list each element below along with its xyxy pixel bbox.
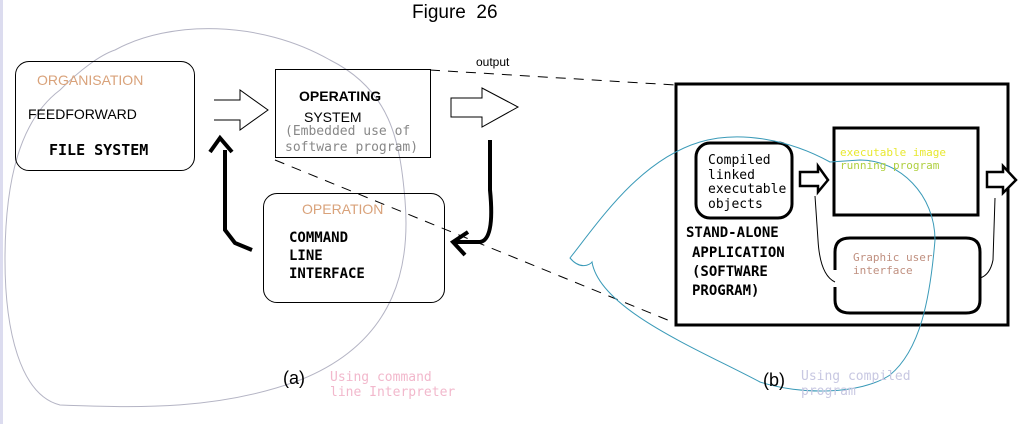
right-arrow-1 bbox=[214, 89, 269, 131]
grey-freehand-curve bbox=[4, 28, 407, 408]
gui-line1: Graphic user bbox=[853, 251, 933, 264]
panel-b-caption-line1: Using compiled bbox=[801, 369, 911, 384]
compiled-line2: linked bbox=[708, 168, 755, 183]
left-edge bbox=[0, 0, 3, 424]
compiled-line4: objects bbox=[708, 197, 763, 212]
app-line4: PROGRAM) bbox=[692, 283, 760, 299]
image-line2: running program bbox=[840, 159, 940, 172]
operation-title: OPERATION bbox=[302, 201, 384, 217]
thick-arrow-up bbox=[223, 150, 253, 252]
panel-b-caption-line2: program bbox=[801, 384, 856, 399]
file-system-label: FILE SYSTEM bbox=[49, 141, 149, 159]
app-line1: STAND-ALONE bbox=[686, 225, 779, 241]
executable-image-box bbox=[832, 126, 980, 217]
feedforward-label: FEEDFORWARD bbox=[28, 106, 137, 122]
os-line2: SYSTEM bbox=[304, 109, 362, 125]
cli-line3: INTERFACE bbox=[289, 266, 365, 282]
thin-line-gui-to-arrow bbox=[814, 195, 836, 283]
output-arrow bbox=[450, 87, 520, 128]
blue-freehand-curve bbox=[569, 136, 936, 392]
operation-box bbox=[263, 193, 445, 303]
thin-line-image-to-gui bbox=[979, 197, 996, 279]
figure-title: Figure 26 bbox=[412, 2, 498, 23]
organisation-title: ORGANISATION bbox=[37, 72, 144, 88]
app-line3: (SOFTWARE bbox=[692, 264, 768, 280]
cli-line2: LINE bbox=[289, 248, 323, 264]
small-arrow-1 bbox=[798, 162, 830, 196]
panel-a-caption-line1: Using command bbox=[330, 370, 432, 385]
panel-b-label: (b) bbox=[763, 370, 785, 390]
gui-line2: interface bbox=[853, 264, 913, 277]
os-line3: (Embedded use of bbox=[285, 124, 411, 139]
organisation-box bbox=[15, 61, 195, 171]
compiled-line1: Compiled bbox=[708, 153, 771, 168]
panel-a-label: (a) bbox=[283, 368, 305, 388]
standalone-app-frame bbox=[674, 82, 1010, 327]
app-line2: APPLICATION bbox=[692, 245, 785, 261]
os-line4: software program) bbox=[285, 140, 419, 155]
small-arrow-2 bbox=[985, 162, 1018, 197]
panel-a-caption-line2: line Interpreter bbox=[330, 385, 456, 400]
operating-system-box bbox=[275, 69, 431, 158]
image-line1: executable image bbox=[840, 146, 946, 159]
gui-box bbox=[833, 236, 982, 315]
compiled-line3: executable bbox=[708, 182, 787, 197]
output-label: output bbox=[476, 55, 510, 69]
dashed-line-top bbox=[429, 69, 676, 86]
cli-line1: COMMAND bbox=[289, 230, 349, 246]
thick-arrow-down bbox=[453, 140, 494, 244]
compiled-objects-box bbox=[694, 141, 794, 220]
os-line1: OPERATING bbox=[299, 88, 382, 104]
